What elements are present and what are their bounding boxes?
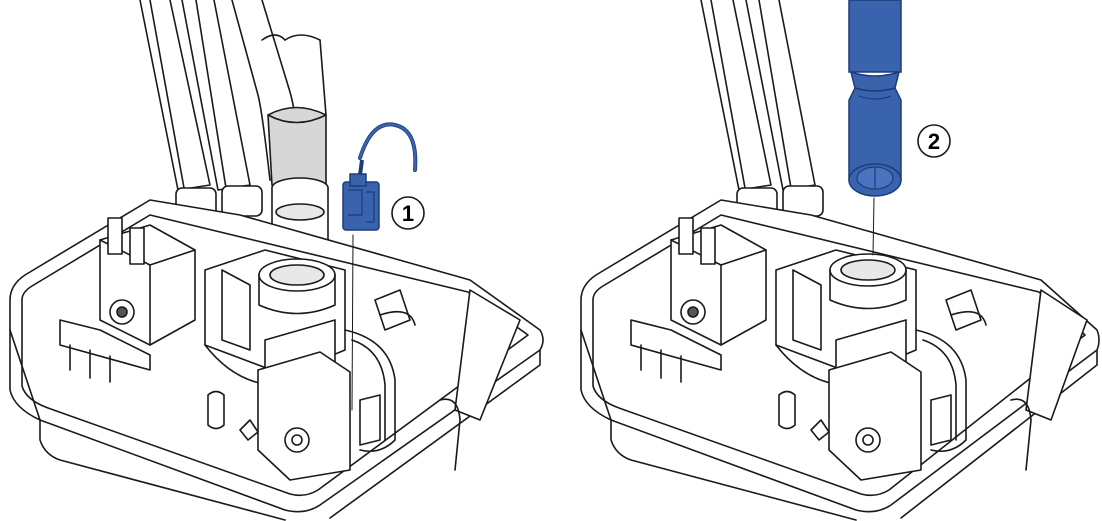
tubes	[700, 0, 824, 219]
callout-number: 2	[928, 129, 940, 154]
inner-components	[630, 217, 987, 481]
callout-number: 1	[402, 201, 414, 226]
step-2-drawing: 2	[580, 0, 1100, 521]
leader-line-2	[872, 197, 875, 256]
step-1-drawing: 1	[9, 0, 544, 521]
step-1-illustration: 1	[9, 0, 544, 521]
callout-2: 2	[917, 124, 951, 158]
cable-connector-accessory	[342, 122, 418, 231]
inner-components	[59, 217, 416, 481]
step-2-illustration: 2	[551, 0, 1102, 521]
callout-1: 1	[391, 196, 425, 230]
tubes	[139, 0, 329, 247]
flashlight-tool-accessory	[848, 0, 902, 197]
leader-line-1	[351, 234, 354, 411]
